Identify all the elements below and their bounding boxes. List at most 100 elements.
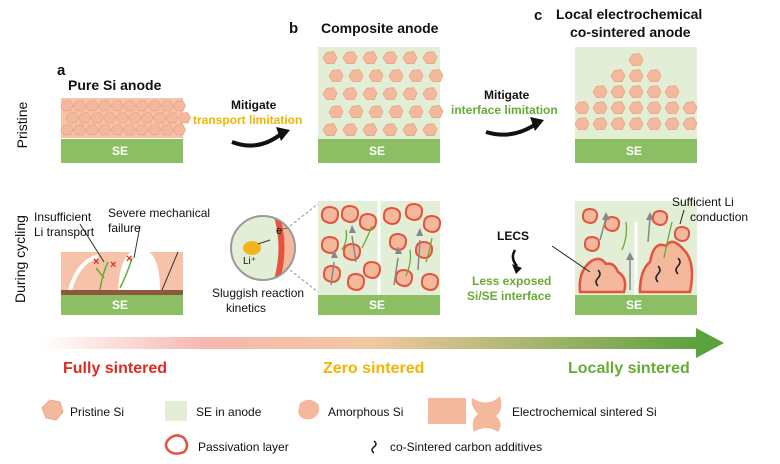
- pristine-si-particle: [90, 112, 104, 124]
- se-layer-b1: [318, 139, 440, 163]
- interface-limitation-label: interface limitation: [451, 103, 558, 117]
- row-label-pristine: Pristine: [14, 101, 30, 149]
- panel-letter-c: c: [534, 7, 543, 24]
- se-label-c2: SE: [626, 298, 643, 312]
- pristine-si-particle: [422, 87, 438, 100]
- mitigate-label-1: Mitigate: [231, 98, 277, 112]
- pristine-si-particle: [664, 85, 680, 98]
- pristine-si-particle: [73, 100, 86, 112]
- amorphous-si-particle: [583, 235, 601, 253]
- pristine-si-particle: [160, 100, 174, 112]
- sintering-gradient-arrow: [40, 328, 724, 358]
- se-layer-a2: [61, 295, 183, 315]
- less-exposed-label-1: Less exposed: [472, 274, 552, 288]
- pristine-si-particle: [428, 69, 444, 82]
- legend-sintered-block-icon: [428, 398, 466, 424]
- pristine-si-particle: [342, 123, 358, 137]
- pristine-si-particle: [382, 123, 398, 137]
- pristine-si-particle: [682, 117, 698, 131]
- li-ion-label: Li⁺: [243, 256, 257, 267]
- pristine-si-particle: [428, 105, 444, 118]
- zero-sintered-label: Zero sintered: [323, 360, 425, 377]
- pristine-si-particle: [628, 69, 644, 82]
- se-layer-b2: [318, 295, 440, 315]
- amorphous-si-particle: [422, 214, 442, 234]
- pristine-si-particle: [646, 85, 662, 98]
- fully-sintered-label: Fully sintered: [63, 360, 168, 377]
- pristine-si-particle: [408, 69, 424, 82]
- se-label-a1: SE: [112, 144, 129, 158]
- legend-se-label: SE in anode: [196, 405, 262, 419]
- amorphous-si-particle: [673, 225, 691, 243]
- pristine-si-particle: [362, 51, 378, 64]
- pristine-si-particle: [115, 112, 129, 124]
- se-layer-c2: [575, 295, 697, 315]
- severe-failure-label-2: failure: [108, 221, 141, 235]
- pristine-si-particle: [110, 100, 124, 112]
- legend-icons: [41, 396, 502, 455]
- pristine-si-particle: [682, 101, 698, 114]
- legend-se-icon: [165, 401, 187, 421]
- pristine-si-particle: [65, 112, 79, 124]
- pristine-si-particle: [322, 123, 338, 137]
- legend-sintered-si-label: Electrochemical sintered Si: [512, 405, 657, 419]
- pristine-si-particle: [368, 105, 384, 118]
- pristine-si-particle: [408, 105, 424, 118]
- panel-letter-b: b: [289, 20, 299, 37]
- pristine-si-particle: [628, 117, 644, 131]
- pristine-si-particle: [85, 100, 99, 112]
- pristine-si-particle: [664, 117, 680, 131]
- pure-si-cycling: × × ×: [61, 223, 183, 315]
- severe-failure-label-1: Severe mechanical: [108, 206, 211, 220]
- pristine-si-particle: [73, 124, 86, 136]
- local-sintered-pristine: [574, 47, 698, 163]
- amorphous-si-particle: [358, 212, 378, 232]
- panel-letter-a: a: [57, 62, 66, 79]
- pristine-si-particle: [574, 101, 590, 114]
- pristine-si-particle: [388, 105, 404, 118]
- pristine-si-particle: [362, 123, 378, 137]
- se-label-a2: SE: [112, 298, 129, 312]
- local-sintered-cycling: [551, 201, 697, 315]
- amorphous-si-particle: [362, 260, 382, 280]
- amorphous-si-particle: [404, 202, 424, 222]
- amorphous-si-particle: [581, 207, 599, 225]
- legend-pristine-si-label: Pristine Si: [70, 405, 125, 419]
- amorphous-si-particle: [320, 235, 340, 255]
- pristine-si-particle: [422, 51, 438, 64]
- mitigate-label-2: Mitigate: [484, 88, 530, 102]
- svg-text:×: ×: [93, 256, 99, 268]
- se-layer-a1: [61, 139, 183, 163]
- amorphous-si-particle: [394, 268, 414, 288]
- pristine-si-particle: [78, 112, 91, 124]
- pristine-si-particle: [123, 124, 136, 136]
- panel-c-title-2: co-sintered anode: [570, 24, 691, 40]
- sluggish-kinetics-label-2: kinetics: [226, 301, 267, 315]
- mitigate-arrow-2: [485, 122, 538, 137]
- sufficient-li-label-2: conduction: [690, 210, 749, 224]
- pristine-si-particle: [610, 101, 626, 114]
- legend-carbon-label: co-Sintered carbon additives: [390, 440, 543, 454]
- pristine-si-particle: [135, 124, 149, 136]
- pristine-si-particle: [60, 124, 74, 136]
- pristine-si-particle: [402, 123, 418, 137]
- legend-amorphous-si-icon: [298, 399, 320, 420]
- magnifier-circle: [230, 215, 296, 281]
- pristine-si-particle: [610, 85, 626, 98]
- pristine-si-particle: [85, 124, 99, 136]
- amorphous-si-particle: [420, 272, 440, 292]
- electron-label: e⁻: [276, 225, 288, 237]
- pristine-si-particle: [592, 85, 608, 98]
- locally-sintered-label: Locally sintered: [568, 360, 690, 377]
- pristine-si-particle: [110, 124, 124, 136]
- pristine-si-particle: [592, 101, 608, 114]
- pristine-si-particle: [148, 100, 161, 112]
- pristine-si-particle: [628, 85, 644, 98]
- pristine-si-particle: [368, 69, 384, 82]
- pristine-si-particle: [382, 87, 398, 100]
- pristine-si-particle: [153, 112, 166, 124]
- pristine-si-particle: [664, 101, 680, 114]
- pristine-si-particle: [382, 51, 398, 64]
- amorphous-si-particle: [342, 242, 362, 262]
